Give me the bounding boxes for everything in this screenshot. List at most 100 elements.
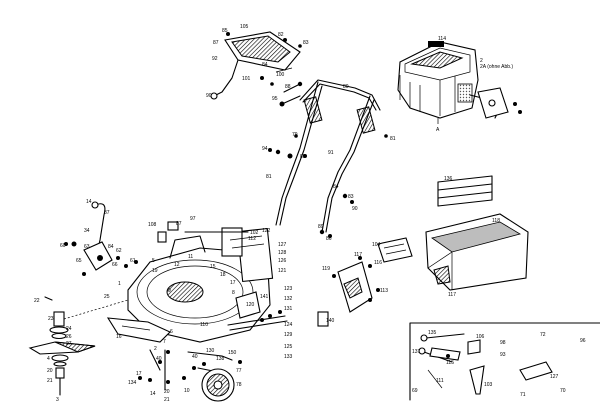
part-label-98: 98: [500, 340, 506, 346]
part-label-116: 116: [374, 260, 382, 266]
wheel-assembly: [138, 291, 288, 402]
part-label-12: 12: [174, 262, 180, 268]
part-label-150: 150: [228, 350, 237, 356]
part-label-121: 121: [278, 268, 287, 274]
part-label-87b: 87: [176, 221, 182, 227]
part-label-90b: 90: [352, 206, 358, 212]
height-adjust-lever: [64, 201, 138, 276]
part-label-84c: 84: [108, 244, 114, 250]
part-label-3: 3: [56, 397, 59, 403]
part-label-21b: 21: [164, 397, 170, 403]
part-label-14b: 14: [150, 391, 156, 397]
part-label-87: 87: [213, 40, 219, 46]
part-label-87c: 87: [104, 210, 110, 216]
part-label-72: 72: [540, 332, 546, 338]
part-label-138: 138: [216, 356, 225, 362]
part-label-21: 21: [47, 378, 53, 384]
part-label-123: 123: [284, 286, 293, 292]
part-label-131: 131: [284, 306, 293, 312]
part-label-114: 114: [438, 36, 446, 42]
part-label-83: 83: [303, 40, 309, 46]
part-label-9: 9: [168, 288, 171, 294]
part-label-27: 27: [66, 341, 72, 347]
part-label-94: 94: [262, 146, 268, 152]
part-label-136: 136: [444, 176, 453, 182]
part-label-115: 115: [446, 360, 454, 366]
part-label-112: 112: [248, 236, 256, 242]
mower-deck: [106, 221, 274, 343]
part-label-22: 22: [34, 298, 40, 304]
part-label-23: 23: [48, 316, 54, 322]
part-label-113: 113: [380, 288, 388, 294]
part-label-110: 110: [200, 322, 208, 328]
part-label-84: 84: [262, 62, 268, 68]
part-label-70: 70: [560, 388, 566, 394]
part-label-85: 85: [222, 28, 228, 34]
part-label-96: 96: [580, 338, 586, 344]
part-label-20b: 20: [164, 389, 170, 395]
engine-callout-label: A: [436, 127, 440, 133]
part-label-10: 10: [184, 388, 190, 394]
part-label-88: 88: [285, 84, 291, 90]
part-label-140: 140: [326, 318, 335, 324]
part-label-40b: 40: [192, 354, 198, 360]
part-label-89: 89: [300, 154, 306, 160]
grass-catcher: [377, 175, 529, 291]
part-label-78: 78: [236, 382, 242, 388]
part-label-127b: 127: [550, 374, 559, 380]
part-label-63: 63: [84, 244, 90, 250]
part-label-117b: 117: [448, 292, 456, 298]
part-label-80: 80: [343, 84, 349, 90]
part-label-65: 65: [76, 258, 82, 264]
engine-note-line1: 2: [480, 58, 483, 64]
part-label-127: 127: [278, 242, 287, 248]
part-label-81: 81: [390, 136, 396, 142]
part-label-11: 11: [188, 254, 193, 260]
part-label-105: 105: [240, 24, 249, 30]
part-label-137: 137: [412, 349, 421, 355]
part-label-135: 135: [428, 330, 437, 336]
part-label-89b: 89: [318, 224, 324, 230]
part-label-1: 1: [118, 281, 121, 287]
part-label-111: 111: [436, 378, 444, 384]
part-label-119: 119: [322, 266, 330, 272]
part-label-61: 61: [130, 258, 136, 264]
part-label-125: 125: [284, 344, 293, 350]
part-label-106: 106: [476, 334, 485, 340]
part-label-79: 79: [292, 132, 298, 138]
part-label-91: 91: [328, 150, 334, 156]
part-label-97: 97: [190, 216, 196, 222]
handle-assembly: [268, 79, 388, 238]
part-label-17: 17: [230, 280, 236, 286]
part-label-18: 18: [220, 272, 226, 278]
part-label-26: 26: [66, 334, 72, 340]
part-label-19: 19: [152, 268, 158, 274]
part-label-69: 69: [412, 388, 418, 394]
part-label-126: 126: [278, 258, 287, 264]
part-label-95: 95: [272, 96, 278, 102]
part-label-84b: 84: [333, 184, 339, 190]
part-label-128: 128: [278, 250, 287, 256]
part-label-130: 130: [206, 348, 215, 354]
part-label-117: 117: [354, 252, 362, 258]
part-label-5: 5: [152, 258, 155, 264]
part-label-4: 4: [47, 356, 50, 362]
control-panel-assembly: [210, 31, 302, 100]
blade-assembly: [28, 296, 129, 396]
part-label-124: 124: [284, 322, 293, 328]
part-label-132: 132: [284, 296, 293, 302]
part-label-102: 102: [250, 230, 259, 236]
part-label-133: 133: [284, 354, 293, 360]
part-label-7: 7: [163, 339, 166, 345]
part-label-81b: 81: [266, 174, 272, 180]
part-label-92: 92: [212, 56, 218, 62]
part-label-100: 100: [276, 72, 285, 78]
part-label-108: 108: [148, 222, 157, 228]
tools-box: [409, 322, 600, 401]
part-label-15: 15: [210, 264, 216, 270]
part-label-83b: 83: [348, 194, 354, 200]
part-label-6: 6: [170, 329, 173, 335]
part-label-62: 62: [116, 248, 122, 254]
part-label-24: 24: [66, 326, 72, 332]
